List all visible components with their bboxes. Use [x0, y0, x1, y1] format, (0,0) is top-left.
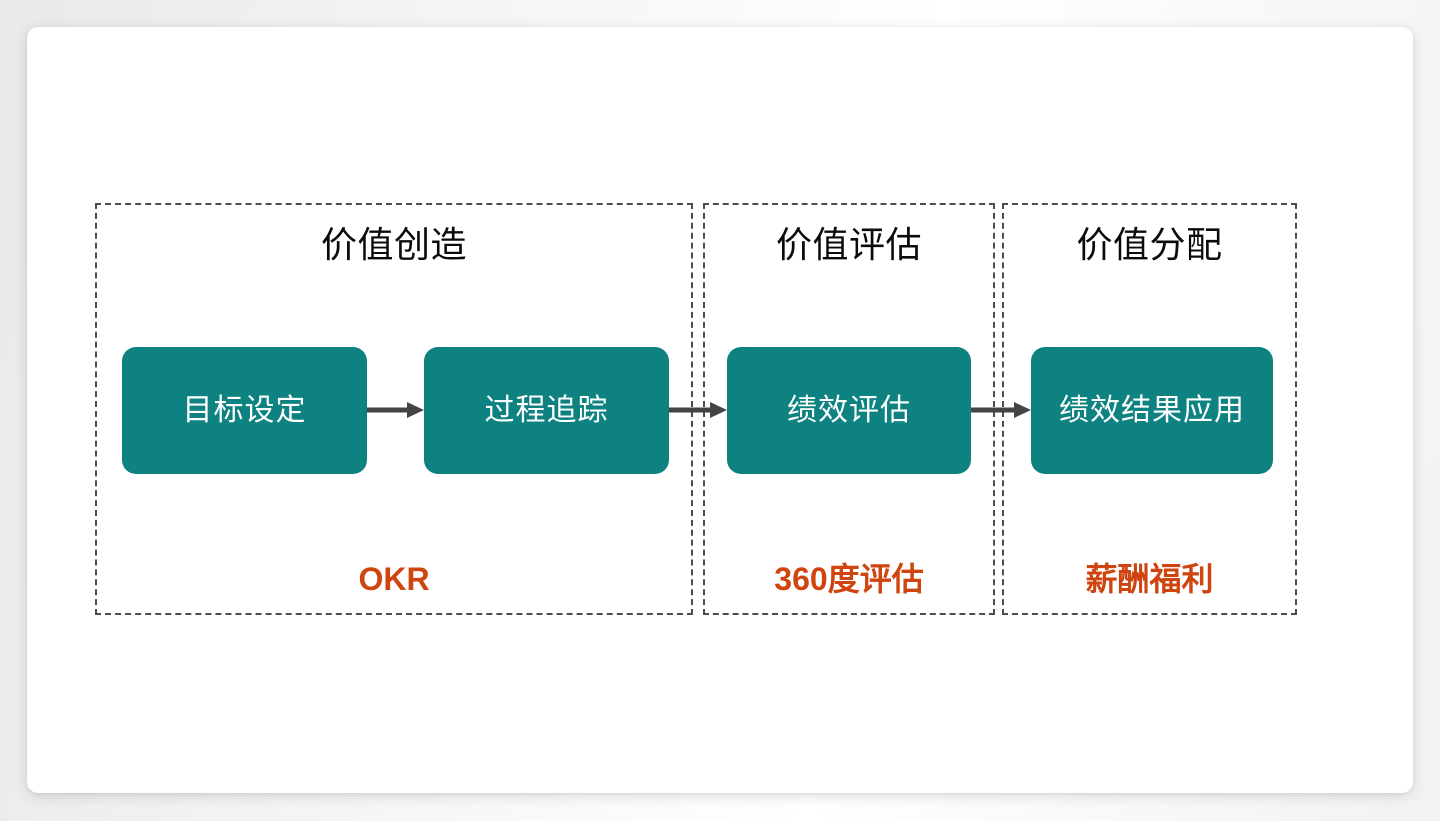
stage-footer-360-review: 360度评估: [774, 560, 924, 597]
stage-title-value-distribution: 价值分配: [1076, 224, 1223, 265]
step-box-process-tracking[interactable]: 过程追踪: [424, 347, 669, 474]
arrow-performance-review-to-result-application: [971, 399, 1032, 421]
step-label-performance-review: 绩效评估: [787, 394, 911, 427]
arrow-goal-setting-to-process-tracking: [367, 399, 425, 421]
stage-footer-compensation: 薪酬福利: [1085, 560, 1214, 597]
step-box-goal-setting[interactable]: 目标设定: [122, 347, 367, 474]
slide-card: 价值创造 OKR 价值评估 360度评估 价值分配 薪酬福利 目标设定 过程追踪…: [27, 27, 1413, 793]
stage-title-value-creation: 价值创造: [320, 224, 467, 265]
arrow-process-tracking-to-performance-review: [669, 399, 728, 421]
process-flow-diagram: 价值创造 OKR 价值评估 360度评估 价值分配 薪酬福利 目标设定 过程追踪…: [27, 27, 1413, 793]
step-label-process-tracking: 过程追踪: [484, 394, 609, 427]
stage-panel-value-distribution[interactable]: 价值分配 薪酬福利: [1002, 203, 1297, 615]
step-box-performance-review[interactable]: 绩效评估: [727, 347, 971, 474]
step-box-result-application[interactable]: 绩效结果应用: [1031, 347, 1273, 474]
stage-panel-value-creation[interactable]: 价值创造 OKR: [95, 203, 693, 615]
stage-footer-okr: OKR: [358, 560, 430, 597]
stage-title-value-assessment: 价值评估: [775, 224, 922, 265]
step-label-goal-setting: 目标设定: [182, 394, 307, 427]
step-label-result-application: 绩效结果应用: [1059, 394, 1245, 427]
